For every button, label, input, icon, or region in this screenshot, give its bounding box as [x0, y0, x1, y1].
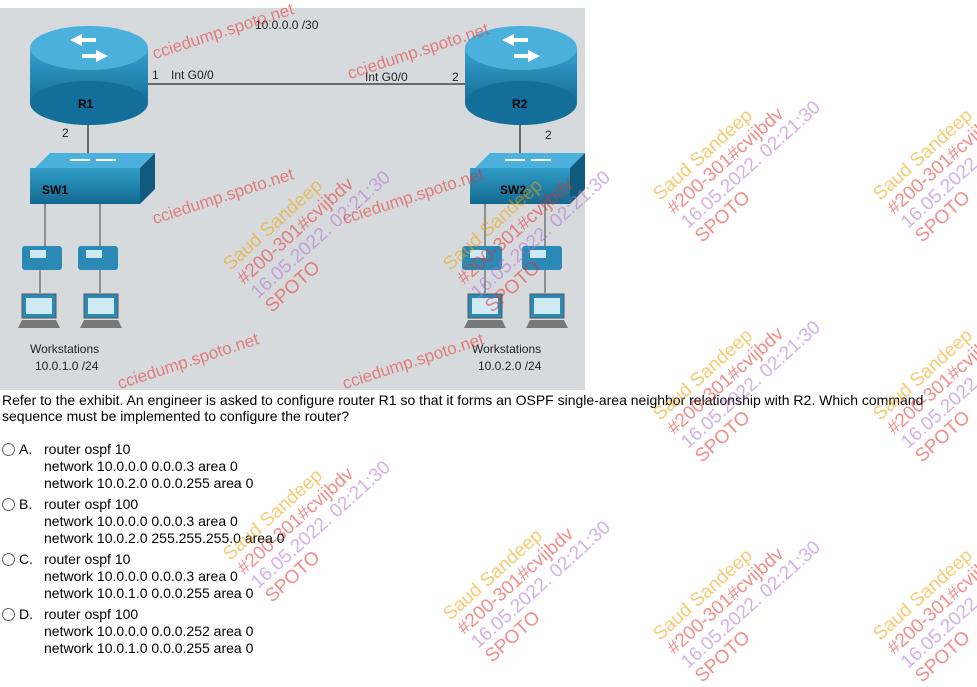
- watermark-text: Saud Sandeep: [649, 545, 757, 645]
- sw1-name: SW1: [42, 183, 69, 197]
- watermark-text: SPOTO: [261, 546, 325, 607]
- option-b[interactable]: B. router ospf 100 network 10.0.0.0 0.0.…: [2, 496, 285, 546]
- question-text: Refer to the exhibit. An engineer is ask…: [2, 392, 924, 424]
- watermark-text: SPOTO: [911, 626, 975, 687]
- option-letter: D.: [19, 606, 33, 622]
- option-a[interactable]: A. router ospf 10 network 10.0.0.0 0.0.0…: [2, 441, 253, 491]
- sw2-name: SW2: [500, 183, 527, 197]
- option-command: router ospf 10: [44, 551, 131, 567]
- sw2-switch-icon: [470, 153, 585, 204]
- ip-phone-icon: [462, 246, 502, 270]
- watermark-text: #200-301#cvijbdv: [663, 543, 789, 659]
- sw1-switch-icon: [30, 153, 155, 204]
- r2-interface-label: Int G0/0: [365, 70, 408, 84]
- r1-name: R1: [78, 97, 94, 111]
- radio-button[interactable]: [2, 552, 15, 566]
- network-exhibit: 10.0.0.0 /30 1 Int G0/0 Int G0/0 2 R1 R2…: [0, 8, 585, 390]
- r2-lan-address: 2: [545, 128, 552, 142]
- option-line: network 10.0.1.0 0.0.0.255 area 0: [44, 585, 254, 601]
- option-line: network 10.0.2.0 255.255.255.0 area 0: [44, 530, 285, 546]
- option-letter: A.: [19, 441, 33, 457]
- r1-lan-address: 2: [62, 126, 69, 140]
- workstation-icon: [526, 293, 568, 328]
- watermark-text: SPOTO: [481, 606, 545, 667]
- r2-name: R2: [512, 97, 528, 111]
- watermark-text: 16.05.2022. 02:21:30: [677, 537, 825, 673]
- r1-router-icon: [30, 26, 148, 125]
- option-line: network 10.0.0.0 0.0.0.3 area 0: [44, 513, 238, 529]
- r1-address-label: 1: [152, 68, 159, 82]
- watermark-text: Saud Sandeep: [649, 105, 757, 205]
- workstations-left-subnet: 10.0.1.0 /24: [35, 359, 99, 373]
- workstations-left-label: Workstations: [30, 342, 100, 356]
- option-command: router ospf 10: [44, 441, 131, 457]
- watermark-text: #200-301#cvijbdv: [453, 523, 579, 639]
- watermark-text: #200-301#cvijbdv: [663, 103, 789, 219]
- option-line: network 10.0.0.0 0.0.0.3 area 0: [44, 458, 238, 474]
- option-c[interactable]: C. router ospf 10 network 10.0.0.0 0.0.0…: [2, 551, 253, 601]
- workstation-icon: [18, 293, 60, 328]
- option-line: network 10.0.0.0 0.0.0.252 area 0: [44, 623, 254, 639]
- radio-button[interactable]: [2, 607, 15, 621]
- watermark-text: #200-301#cvijbdv: [883, 543, 977, 659]
- ip-phone-icon: [22, 246, 62, 270]
- watermark-text: 16.05.2022. 02:21:30: [897, 537, 977, 673]
- option-letter: B.: [19, 496, 33, 512]
- watermark-text: 16.05.2022. 02:21:30: [897, 97, 977, 233]
- ip-phone-icon: [78, 246, 118, 270]
- option-line: network 10.0.1.0 0.0.0.255 area 0: [44, 640, 254, 656]
- watermark-text: 16.05.2022. 02:21:30: [677, 317, 825, 453]
- ip-phone-icon: [522, 246, 562, 270]
- topology-diagram: [18, 26, 585, 328]
- radio-button[interactable]: [2, 442, 15, 456]
- watermark-text: SPOTO: [691, 186, 755, 247]
- option-command: router ospf 100: [44, 496, 139, 512]
- watermark-text: #200-301#cvijbdv: [883, 103, 977, 219]
- workstation-icon: [80, 293, 122, 328]
- workstation-icon: [464, 293, 506, 328]
- wan-subnet-label: 10.0.0.0 /30: [255, 18, 319, 32]
- watermark-text: Saud Sandeep: [869, 545, 977, 645]
- r1-interface-label: Int G0/0: [171, 68, 214, 82]
- option-command: router ospf 100: [44, 606, 139, 622]
- watermark-text: Saud Sandeep: [439, 525, 547, 625]
- radio-button[interactable]: [2, 497, 15, 511]
- workstations-right-label: Workstations: [472, 342, 542, 356]
- watermark-text: Saud Sandeep: [869, 105, 977, 205]
- option-line: network 10.0.2.0 0.0.0.255 area 0: [44, 475, 254, 491]
- watermark-text: 16.05.2022. 02:21:30: [897, 317, 977, 453]
- workstations-right-subnet: 10.0.2.0 /24: [478, 359, 542, 373]
- watermark-text: 16.05.2022. 02:21:30: [677, 97, 825, 233]
- watermark-text: 16.05.2022. 02:21:30: [467, 517, 615, 653]
- option-letter: C.: [19, 551, 33, 567]
- r2-address-label: 2: [452, 70, 459, 84]
- watermark-text: SPOTO: [691, 626, 755, 687]
- option-d[interactable]: D. router ospf 100 network 10.0.0.0 0.0.…: [2, 606, 253, 656]
- watermark-text: SPOTO: [911, 186, 975, 247]
- watermark-text: 16.05.2022. 02:21:30: [247, 457, 395, 593]
- r2-router-icon: [465, 26, 577, 125]
- option-line: network 10.0.0.0 0.0.0.3 area 0: [44, 568, 238, 584]
